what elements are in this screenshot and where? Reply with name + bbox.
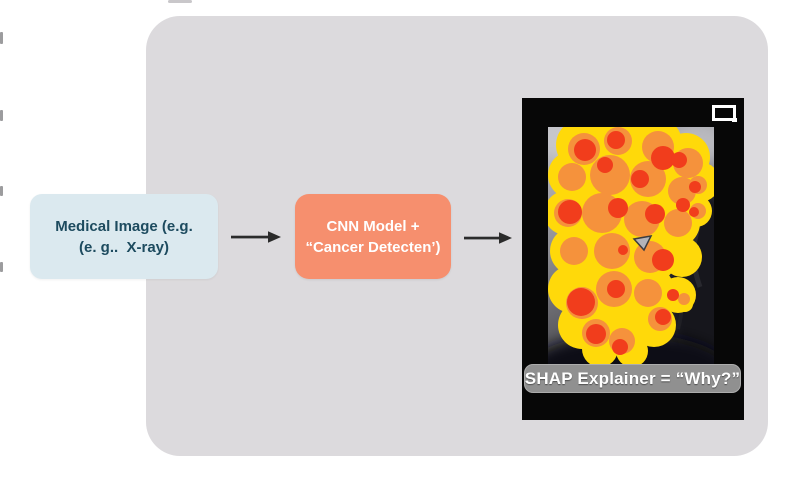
shap-image-frame: SHAP Explainer = “Why?” (522, 98, 744, 420)
node-medical-image-line2: (e. g.. X-ray) (78, 238, 170, 256)
node-cnn-model: CNN Model + “Cancer Detecten’) (295, 194, 451, 279)
scan-artifact (168, 0, 192, 3)
shap-caption: SHAP Explainer = “Why?” (524, 364, 741, 393)
scan-artifact (0, 32, 3, 44)
node-medical-image-line1: Medical Image (e.g. (55, 217, 193, 235)
heatmap-gap (632, 235, 653, 252)
node-cnn-model-line2: “Cancer Detecten’) (305, 238, 441, 256)
heat-layer-red (558, 131, 701, 355)
scan-artifact (0, 110, 3, 121)
arrow-shape (231, 231, 281, 243)
arrow-shape (464, 232, 512, 244)
maximize-icon (712, 105, 737, 122)
arrow-right-2 (464, 232, 512, 244)
scan-artifact (0, 186, 3, 196)
shap-heatmap-image (548, 127, 714, 367)
arrow-right-1 (231, 231, 281, 243)
node-cnn-model-line1: CNN Model + (326, 217, 420, 235)
scan-artifact (0, 262, 3, 272)
node-medical-image: Medical Image (e.g. (e. g.. X-ray) (30, 194, 218, 279)
